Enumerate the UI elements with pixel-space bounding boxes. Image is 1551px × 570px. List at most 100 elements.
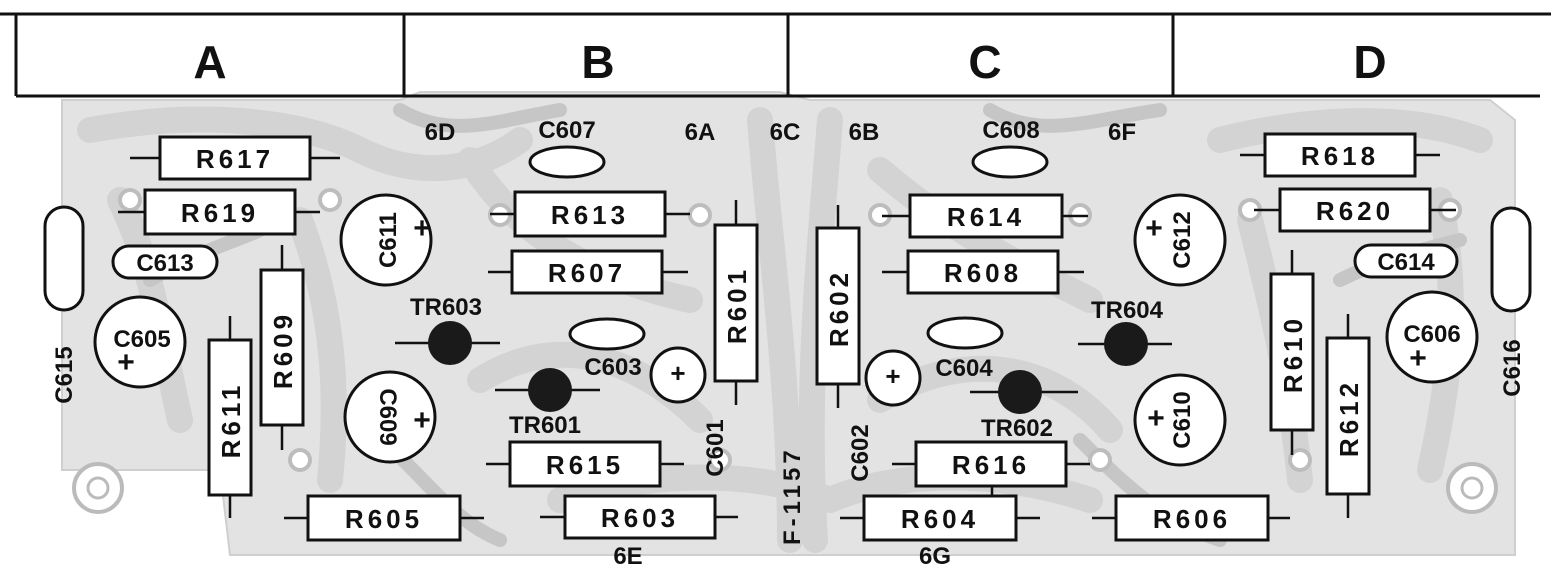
- svg-text:+: +: [1147, 402, 1165, 435]
- capacitor-c613: C613: [111, 244, 219, 280]
- svg-text:R615: R615: [546, 450, 624, 480]
- resistor-r615: R615: [486, 440, 684, 488]
- capacitor-c603: + C603: [568, 317, 707, 404]
- mounting-hole-left: [72, 462, 124, 514]
- svg-text:R603: R603: [601, 503, 679, 533]
- svg-text:R606: R606: [1153, 504, 1231, 534]
- capacitor-c615: C615: [43, 205, 85, 404]
- capacitor-c602: + C602: [847, 349, 922, 482]
- svg-text:R609: R609: [268, 311, 298, 389]
- resistor-r613: R613: [490, 190, 690, 238]
- svg-text:C613: C613: [136, 250, 193, 277]
- resistor-r612: R612: [1325, 314, 1371, 518]
- capacitor-c601: C601: [702, 419, 729, 476]
- svg-text:R610: R610: [1278, 315, 1308, 393]
- svg-text:R602: R602: [824, 269, 854, 347]
- svg-text:C615: C615: [51, 346, 78, 403]
- svg-text:R613: R613: [551, 200, 629, 230]
- column-label-d: D: [1353, 36, 1386, 88]
- resistor-r605: R605: [284, 494, 484, 542]
- svg-text:R608: R608: [944, 258, 1022, 288]
- resistor-r611: R611: [207, 316, 253, 518]
- svg-text:TR604: TR604: [1091, 297, 1164, 324]
- capacitor-c604: C604: [926, 316, 1004, 382]
- copper-traces: [77, 103, 1493, 553]
- svg-text:C614: C614: [1377, 249, 1435, 276]
- solder-pads: [118, 188, 1462, 472]
- capacitor-c606: C606 +: [1385, 290, 1479, 384]
- net-label-6g: 6G: [919, 543, 951, 570]
- svg-text:R605: R605: [345, 504, 423, 534]
- capacitor-c605: C605 +: [93, 295, 187, 389]
- svg-text:R607: R607: [548, 258, 626, 288]
- svg-text:C606: C606: [1403, 321, 1460, 348]
- resistor-r620: R620: [1254, 187, 1456, 233]
- resistor-r616: R616: [892, 440, 1090, 488]
- resistor-r618: R618: [1240, 132, 1440, 178]
- svg-text:+: +: [413, 212, 431, 245]
- svg-text:R604: R604: [901, 504, 979, 534]
- svg-text:C605: C605: [113, 326, 170, 353]
- svg-text:C608: C608: [982, 117, 1039, 144]
- svg-text:C612: C612: [1169, 211, 1196, 268]
- svg-text:TR603: TR603: [410, 294, 482, 321]
- resistor-r610: R610: [1269, 250, 1315, 455]
- column-label-b: B: [581, 36, 614, 88]
- resistor-r607: R607: [488, 249, 688, 295]
- column-label-c: C: [968, 36, 1001, 88]
- mounting-hole-right: [1446, 462, 1498, 514]
- svg-text:R618: R618: [1301, 141, 1379, 171]
- capacitor-c611: C611 +: [339, 193, 433, 287]
- resistor-r617: R617: [130, 135, 340, 181]
- net-label-6c: 6C: [770, 119, 801, 146]
- capacitor-c610: C610 +: [1133, 373, 1227, 467]
- net-label-6a: 6A: [685, 119, 716, 146]
- svg-text:+: +: [1409, 342, 1427, 375]
- resistor-r614: R614: [882, 193, 1088, 239]
- svg-text:TR601: TR601: [509, 412, 581, 439]
- transistor-tr602: TR602: [970, 370, 1078, 442]
- net-label-6d: 6D: [425, 119, 456, 146]
- svg-text:R612: R612: [1334, 379, 1364, 457]
- svg-text:R617: R617: [196, 144, 274, 174]
- svg-text:R616: R616: [952, 450, 1030, 480]
- svg-text:R601: R601: [722, 266, 752, 344]
- transistor-tr601: TR601: [495, 368, 600, 439]
- svg-text:R614: R614: [947, 202, 1025, 232]
- svg-text:C611: C611: [375, 212, 402, 268]
- resistor-r604: R604: [840, 486, 1040, 542]
- resistor-r603: R603: [540, 494, 738, 540]
- capacitor-c607: C607: [528, 117, 606, 179]
- transistor-tr603: TR603: [395, 294, 500, 365]
- svg-text:TR602: TR602: [981, 415, 1053, 442]
- resistor-r619: R619: [118, 188, 320, 236]
- svg-text:+: +: [1145, 212, 1163, 245]
- svg-text:+: +: [413, 404, 431, 437]
- board-id-label: F-1157: [779, 446, 806, 545]
- column-label-a: A: [193, 36, 226, 88]
- svg-text:+: +: [117, 346, 135, 379]
- net-label-6f: 6F: [1108, 119, 1136, 146]
- resistor-r602: R602: [815, 205, 861, 408]
- svg-text:+: +: [670, 358, 685, 388]
- capacitor-c608: C608: [971, 117, 1049, 179]
- resistor-r601: R601: [713, 200, 759, 405]
- svg-text:C609: C609: [374, 388, 401, 445]
- capacitor-c616: C616: [1490, 206, 1532, 397]
- svg-text:R620: R620: [1316, 196, 1394, 226]
- capacitor-c609: C609 +: [343, 370, 437, 464]
- svg-text:+: +: [885, 361, 900, 391]
- svg-text:C602: C602: [847, 424, 874, 481]
- svg-text:C601: C601: [702, 419, 729, 476]
- transistor-tr604: TR604: [1078, 297, 1172, 366]
- svg-text:C604: C604: [935, 355, 993, 382]
- resistor-r608: R608: [882, 249, 1084, 295]
- svg-text:R611: R611: [216, 382, 246, 459]
- svg-text:R619: R619: [181, 198, 259, 228]
- column-header: A B C D: [0, 12, 1551, 98]
- resistor-r609: R609: [259, 245, 305, 450]
- capacitor-c612: C612 +: [1133, 193, 1227, 287]
- svg-text:C607: C607: [538, 117, 595, 144]
